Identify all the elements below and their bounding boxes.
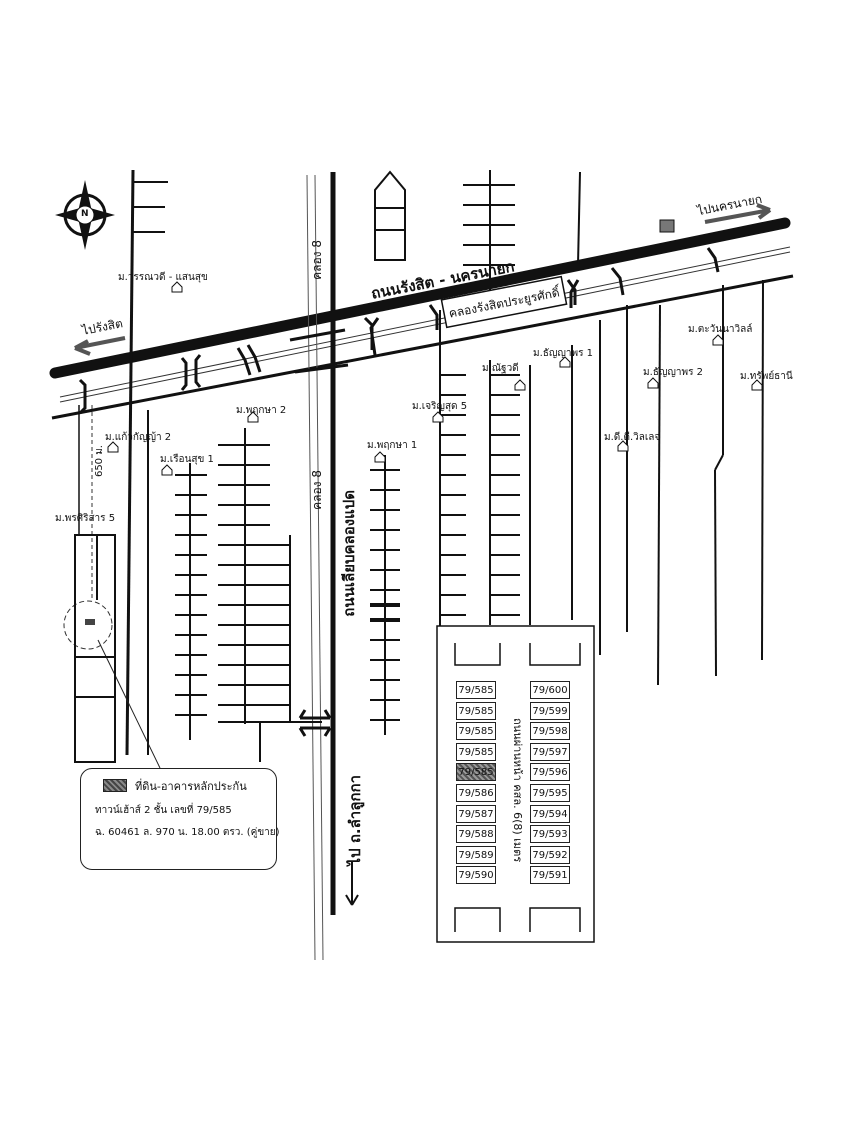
village-thanyaporn1: ม.ธัญญาพร 1 (533, 348, 594, 359)
khlong8-line-b (314, 174, 324, 961)
north-arrow-icon (55, 180, 115, 250)
canal-line-mid (59, 251, 791, 403)
plot-cell: 79/598 (530, 722, 570, 741)
plot-cell: 79/590 (456, 866, 496, 885)
road-r-1 (577, 171, 581, 266)
legend-title: ที่ดิน-อาคารหลักประกัน (135, 780, 247, 793)
comb-top-left (133, 181, 168, 233)
khlong-road-label: ถนนเลียบคลองแปด (340, 490, 358, 617)
plot-cell: 79/588 (456, 825, 496, 844)
subject-marker (85, 619, 95, 625)
road-r-7b (714, 454, 724, 471)
leader-line (97, 639, 161, 769)
plot-cell: 79/595 (530, 784, 570, 802)
plot-cell: 79/596 (530, 763, 570, 782)
arrow-rangsit (74, 336, 126, 356)
comb-ruensuk (175, 463, 207, 740)
village-warnawadi: ม.วรรณวดี - แสนสุข (118, 272, 208, 283)
left-blocks (74, 534, 116, 763)
village-kaewkanya2: ม.แก้วกัญญ้า 2 (105, 432, 172, 443)
plot-cell: 79/592 (530, 845, 570, 864)
legend-box: ที่ดิน-อาคารหลักประกัน ทาวน์เฮ้าส์ 2 ชั้… (80, 768, 280, 870)
khlong8-line-a (306, 174, 316, 961)
plot-cell: 79/587 (456, 804, 496, 823)
distance-label: 650 ม. (94, 445, 105, 478)
house-icons (107, 281, 763, 476)
legend-line2: ทาวน์เฮ้าส์ 2 ชั้น เลขที่ 79/585 (95, 805, 232, 816)
bridges (78, 247, 720, 737)
plot-cell: 79/585 (456, 701, 496, 720)
plot-cell: 79/586 (456, 784, 496, 802)
village-pornsiri5: ม.พรศิริสาร 5 (55, 513, 116, 524)
plot-cell: 79/585 (456, 681, 496, 699)
village-thanyaporn2: ม.ธัญญาพร 2 (643, 367, 704, 378)
road-r-6 (657, 304, 661, 686)
plot-cell: 79/597 (530, 742, 570, 761)
plot-cell: 79/591 (530, 866, 570, 885)
village-pruksa2: ม.พฤกษา 2 (236, 405, 287, 416)
plot-cell: 79/599 (530, 701, 570, 720)
legend-line3: ฉ. 60461 ล. 970 น. 18.00 ตรว. (คู่ขาย) (95, 827, 280, 838)
village-ruensuk1: ม.เรือนสุข 1 (160, 454, 214, 465)
village-dee: ม.ดี.ดี.วิลเลจ (604, 432, 661, 443)
road-left-1 (125, 169, 135, 756)
village-pruksa1: ม.พฤกษา 1 (367, 440, 418, 451)
comb-nathawadi (489, 360, 520, 625)
to-lam-luk-ka-label: ไป ถ.ลำลูกกา (346, 775, 364, 866)
plot-cell: 79/589 (456, 845, 496, 864)
local-road-label: ถนนผ่านหน้า คสล. 6(8) เมตร (511, 718, 524, 863)
village-tawan: ม.ตะวันนาวิลล์ (688, 324, 753, 335)
canal-line-top (59, 246, 791, 398)
plot-cell: 79/594 (530, 804, 570, 823)
plot-cell: 79/585 (456, 763, 496, 782)
comb-top-mid (463, 170, 515, 305)
comb-cherngchai (440, 374, 466, 616)
branch-road (259, 721, 322, 762)
plot-cell: 79/585 (456, 722, 496, 741)
village-nathawadi: ม.ณัฐวดี (482, 363, 519, 374)
road-r-8 (761, 279, 764, 661)
legend-swatch-icon (103, 779, 127, 792)
legend-marker-icon (659, 219, 675, 233)
building-outline (374, 170, 406, 261)
canal-line-bottom (51, 274, 794, 420)
plot-cell: 79/585 (456, 742, 496, 761)
canal-label-box (440, 275, 568, 329)
comb-pruksa2 (218, 428, 291, 724)
plot-cell: 79/593 (530, 825, 570, 844)
north-label: N (81, 209, 89, 219)
road-r-7c (714, 469, 717, 677)
plot-frame-ends (454, 643, 581, 932)
arrow-lam-luk-ka (345, 862, 359, 906)
khlong8-top-label: คลอง 8 (310, 240, 324, 280)
village-cherngchai5: ม.เจริญสุด 5 (412, 401, 468, 412)
subject-circle (63, 600, 113, 650)
khlong8-mid-label: คลอง 8 (310, 470, 324, 510)
plot-cell: 79/600 (530, 681, 570, 699)
main-road (49, 217, 791, 379)
arrow-nakhon-nayok (704, 203, 772, 224)
comb-pruksa1 (370, 455, 400, 735)
village-sapthani: ม.ทรัพย์ธานี (740, 371, 793, 382)
